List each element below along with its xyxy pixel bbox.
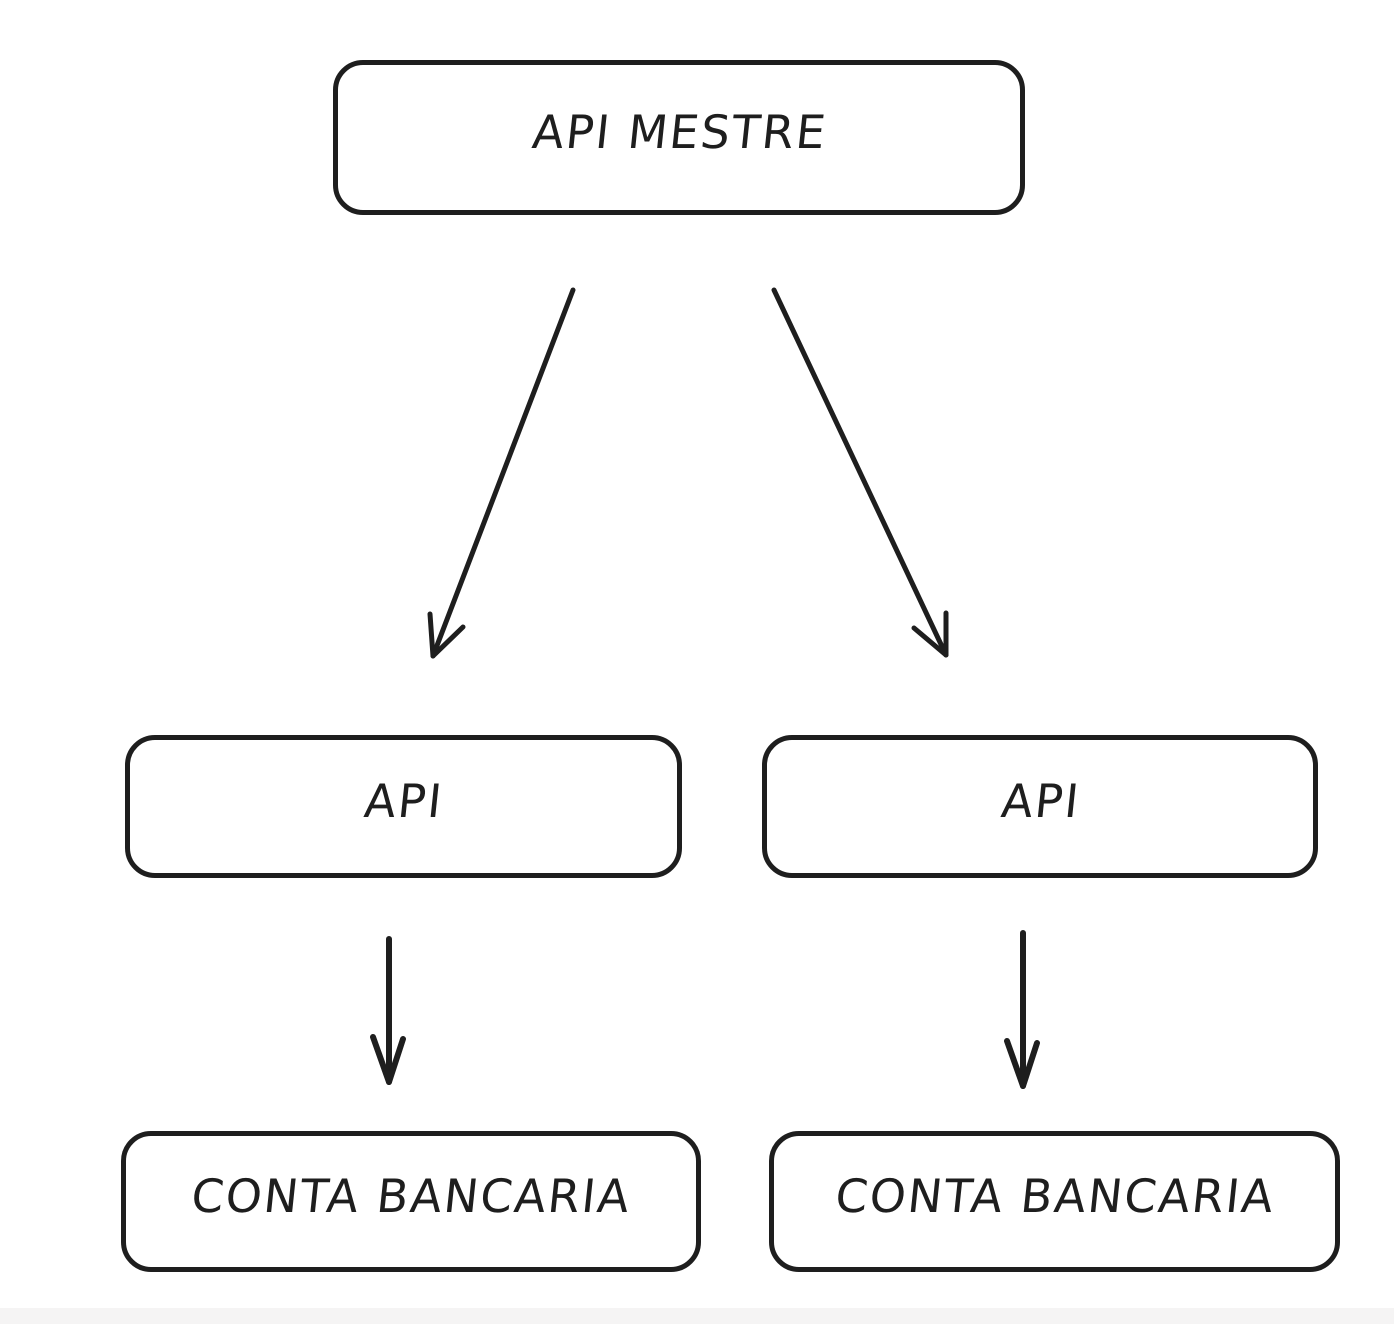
node-api-right: API [762, 735, 1318, 878]
node-api-left: API [125, 735, 682, 878]
node-conta-bancaria-left: CONTA BANCARIA [121, 1131, 701, 1272]
arrow-api-right-to-conta-bancaria-right [1004, 930, 1040, 1089]
node-api-left-label: API [361, 773, 447, 828]
arrow-api-mestre-to-api-left [427, 287, 576, 659]
arrow-api-left-to-conta-bancaria-left [370, 936, 406, 1085]
node-conta-bancaria-left-label: CONTA BANCARIA [189, 1168, 635, 1223]
node-conta-bancaria-right: CONTA BANCARIA [769, 1131, 1340, 1272]
node-conta-bancaria-right-label: CONTA BANCARIA [832, 1168, 1278, 1223]
arrow-api-mestre-to-api-right [771, 287, 949, 658]
node-api-mestre: API MESTRE [333, 60, 1025, 215]
node-api-right-label: API [998, 773, 1083, 828]
node-api-mestre-label: API MESTRE [529, 104, 830, 159]
bottom-strip [0, 1308, 1394, 1324]
